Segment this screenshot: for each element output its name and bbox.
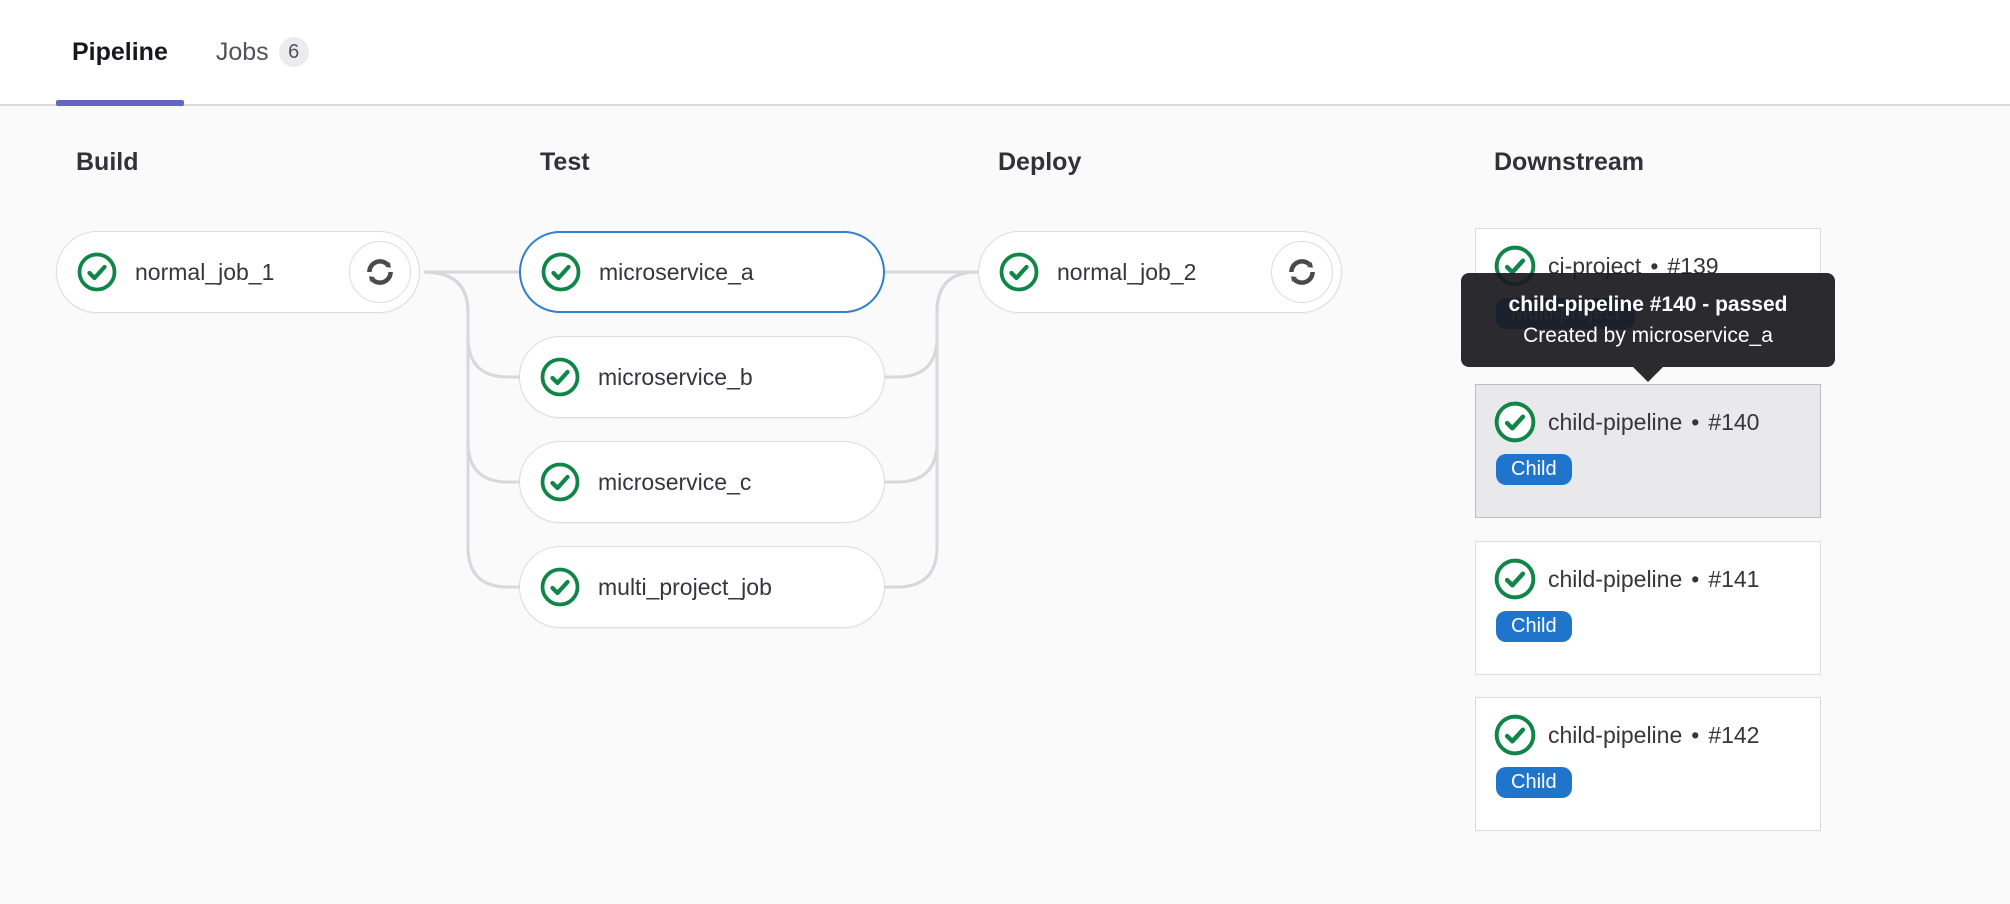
job-pill-multi-project-job[interactable]: multi_project_job: [519, 546, 885, 628]
retry-icon: [367, 259, 393, 285]
downstream-title: child-pipeline • #141: [1548, 566, 1759, 593]
downstream-title: child-pipeline • #142: [1548, 722, 1759, 749]
status-success-icon: [540, 462, 580, 502]
job-label: multi_project_job: [598, 573, 772, 600]
downstream-card-child-pipeline-141[interactable]: child-pipeline • #141 Child: [1475, 541, 1821, 675]
retry-icon: [1289, 259, 1315, 285]
stage-title-build: Build: [76, 148, 139, 176]
retry-job-button[interactable]: [349, 241, 411, 303]
status-success-icon: [1494, 558, 1536, 600]
downstream-number: #142: [1708, 721, 1760, 748]
downstream-number: #140: [1708, 408, 1760, 435]
tooltip-title: child-pipeline #140 - passed: [1508, 293, 1788, 316]
downstream-title: child-pipeline • #140: [1548, 409, 1759, 436]
downstream-name: child-pipeline: [1548, 408, 1683, 435]
tab-pipeline[interactable]: Pipeline: [56, 0, 184, 106]
bullet-separator: •: [1650, 252, 1659, 279]
status-success-icon: [77, 252, 117, 292]
tab-jobs-label: Jobs: [215, 37, 269, 66]
pipeline-tabbar: Pipeline Jobs 6: [0, 0, 2010, 106]
retry-job-button[interactable]: [1271, 241, 1333, 303]
status-success-icon: [1494, 401, 1536, 443]
child-badge: Child: [1496, 611, 1572, 642]
downstream-card-child-pipeline-140[interactable]: child-pipeline • #140 Child: [1475, 384, 1821, 518]
child-badge: Child: [1496, 454, 1572, 485]
stage-title-downstream: Downstream: [1494, 148, 1645, 176]
tab-pipeline-label: Pipeline: [72, 37, 168, 66]
job-pill-normal-job-1[interactable]: normal_job_1: [56, 231, 420, 313]
stage-title-deploy: Deploy: [998, 148, 1082, 176]
child-badge: Child: [1496, 767, 1572, 798]
stage-title-test: Test: [540, 148, 590, 176]
jobs-count-badge: 6: [278, 37, 309, 67]
job-pill-normal-job-2[interactable]: normal_job_2: [978, 231, 1342, 313]
bullet-separator: •: [1691, 565, 1700, 592]
bullet-separator: •: [1691, 721, 1700, 748]
status-success-icon: [541, 252, 581, 292]
job-pill-microservice-c[interactable]: microservice_c: [519, 441, 885, 523]
downstream-card-child-pipeline-142[interactable]: child-pipeline • #142 Child: [1475, 697, 1821, 831]
job-label: microservice_a: [599, 258, 754, 285]
status-success-icon: [1494, 714, 1536, 756]
job-label: normal_job_1: [135, 258, 275, 285]
job-label: microservice_c: [598, 468, 752, 495]
downstream-name: child-pipeline: [1548, 565, 1683, 592]
job-label: microservice_b: [598, 363, 753, 390]
status-success-icon: [540, 567, 580, 607]
downstream-tooltip: child-pipeline #140 - passed Created by …: [1461, 273, 1835, 382]
status-success-icon: [999, 252, 1039, 292]
job-label: normal_job_2: [1057, 258, 1197, 285]
tooltip-subtitle: Created by microservice_a: [1523, 324, 1773, 347]
job-pill-microservice-b[interactable]: microservice_b: [519, 336, 885, 418]
tab-jobs[interactable]: Jobs 6: [200, 0, 325, 104]
job-pill-microservice-a[interactable]: microservice_a: [519, 231, 885, 313]
bullet-separator: •: [1691, 408, 1700, 435]
downstream-number: #141: [1708, 565, 1760, 592]
status-success-icon: [540, 357, 580, 397]
downstream-name: child-pipeline: [1548, 721, 1683, 748]
